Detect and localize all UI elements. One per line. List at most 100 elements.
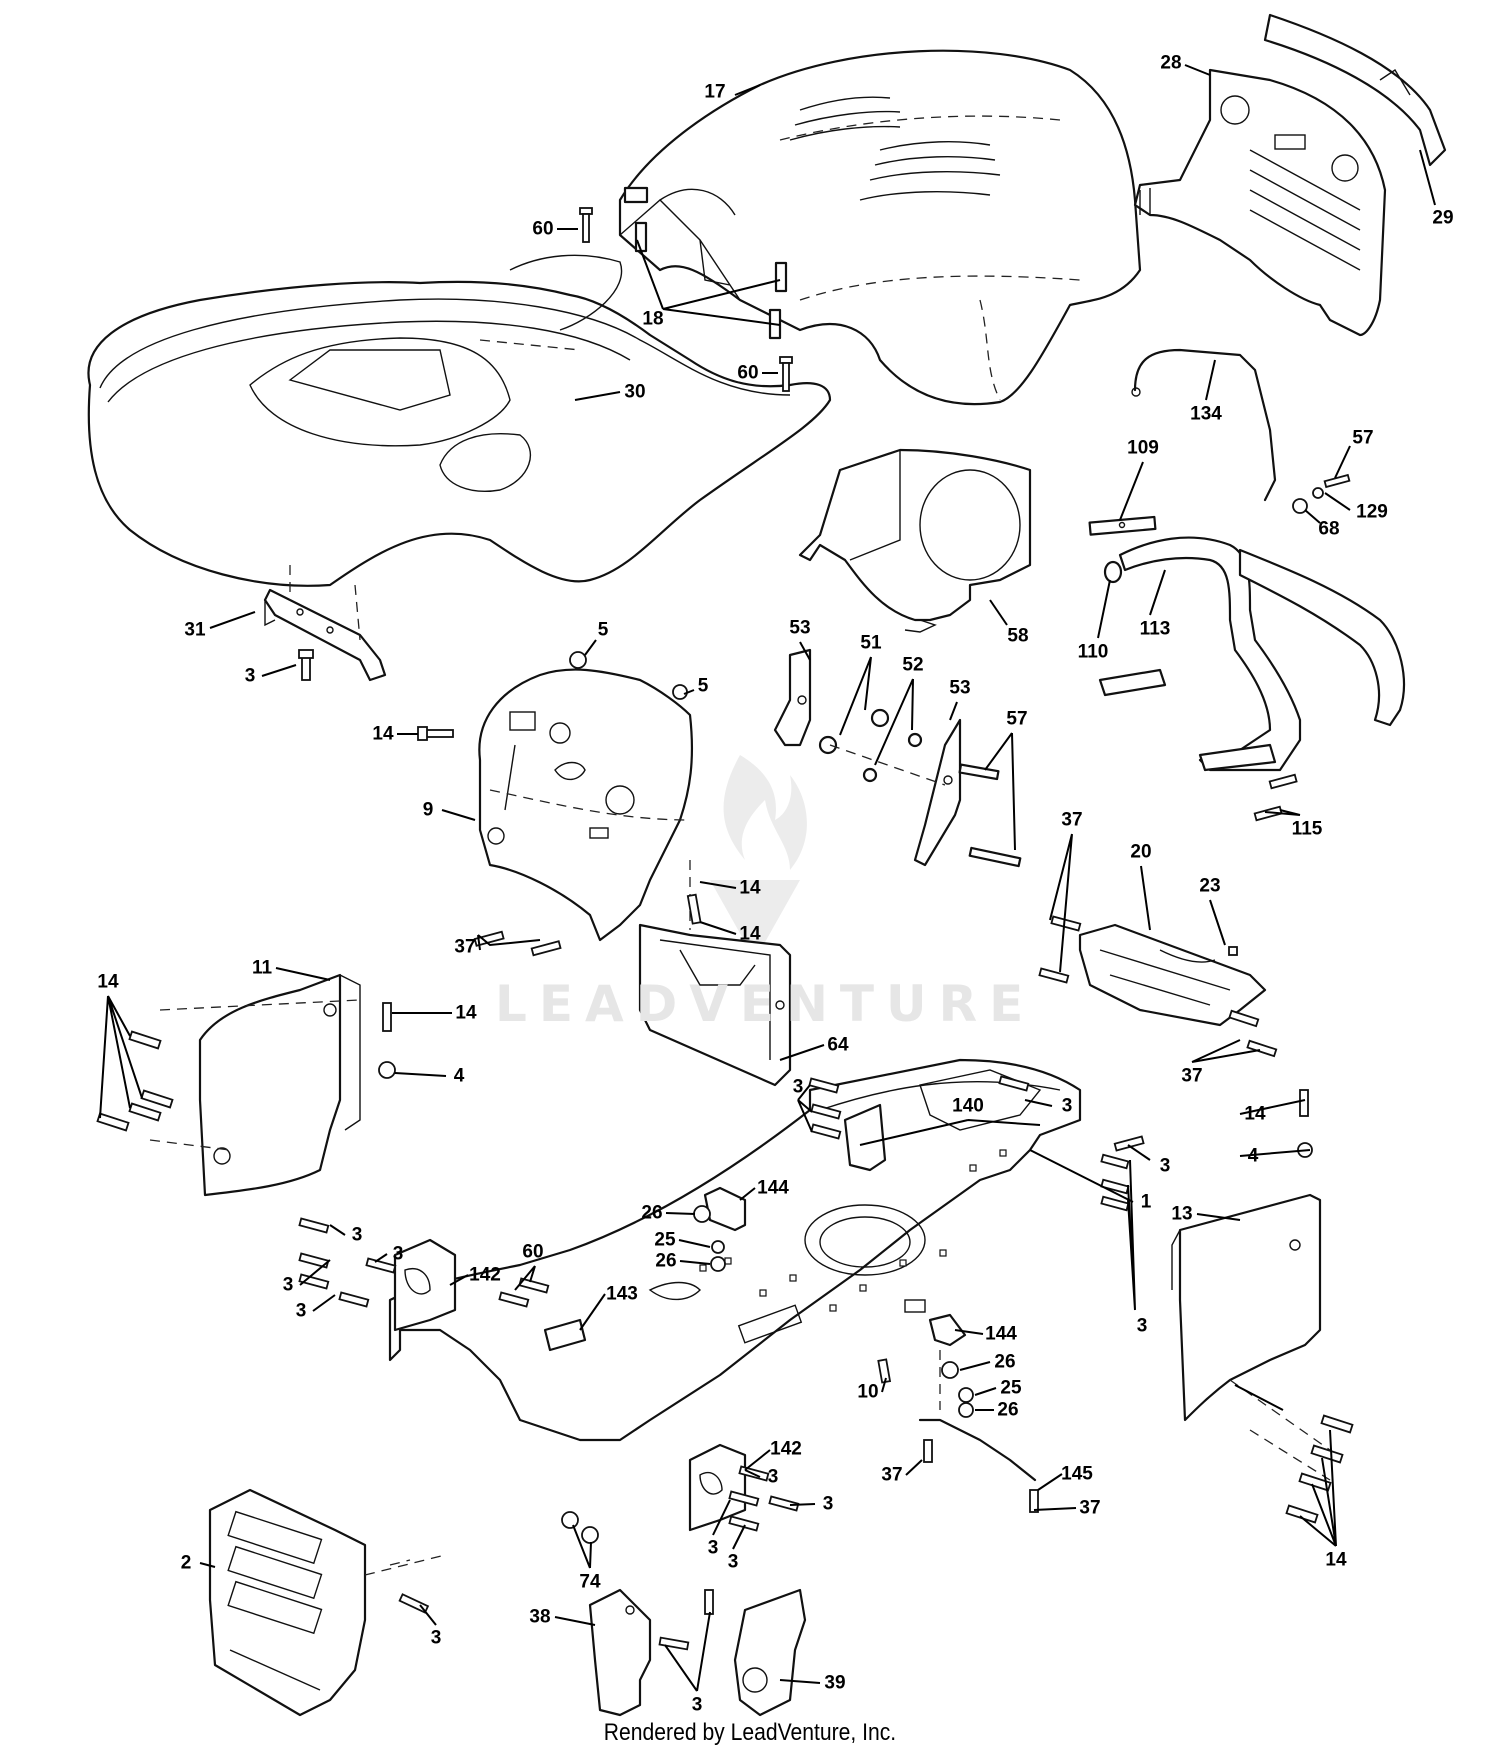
part-51-52-hardware [818, 708, 1022, 868]
callout-label-2: 2 [180, 1552, 192, 1574]
part-144-bracket-lower [928, 1313, 967, 1347]
callout-label-37: 37 [454, 936, 476, 958]
callout-label-39: 39 [824, 1672, 846, 1694]
part-109-bar [1088, 515, 1157, 536]
callout-label-3: 3 [767, 1466, 779, 1488]
callout-label-52: 52 [902, 654, 924, 676]
callout-label-10: 10 [857, 1381, 879, 1403]
callout-label-60: 60 [522, 1241, 544, 1263]
callout-label-11: 11 [251, 957, 273, 979]
callout-label-60: 60 [532, 218, 554, 240]
callout-label-64: 64 [827, 1034, 849, 1056]
part-58-shield [798, 448, 1032, 633]
part-20-mount-plate [1078, 923, 1267, 1027]
callout-label-53: 53 [789, 617, 811, 639]
callout-label-143: 143 [606, 1283, 638, 1305]
part-113-handle [1098, 536, 1406, 772]
callout-label-1: 1 [1140, 1191, 1152, 1213]
callout-label-110: 110 [1077, 641, 1109, 663]
callout-label-140: 140 [952, 1095, 984, 1117]
part-110-plug [1103, 560, 1123, 584]
part-39-bracket [733, 1588, 807, 1717]
callout-label-18: 18 [642, 308, 664, 330]
part-64-support [638, 860, 792, 1087]
callout-label-13: 13 [1171, 1203, 1193, 1225]
part-31-bracket [263, 565, 387, 682]
callout-label-29: 29 [1432, 207, 1454, 229]
part-143-bracket [543, 1318, 587, 1352]
callout-label-142: 142 [469, 1264, 501, 1286]
callout-label-51: 51 [860, 632, 882, 654]
callout-label-14: 14 [455, 1002, 477, 1024]
part-29-grille-trim [1263, 13, 1447, 167]
part-30-fender [87, 254, 832, 587]
callout-label-129: 129 [1356, 501, 1388, 523]
callout-label-38: 38 [529, 1606, 551, 1628]
callout-label-5: 5 [597, 619, 609, 641]
part-17-hood [618, 49, 1142, 406]
callout-label-3: 3 [1136, 1315, 1148, 1337]
callout-label-4: 4 [453, 1065, 465, 1087]
callout-label-37: 37 [881, 1464, 903, 1486]
callout-label-17: 17 [704, 81, 726, 103]
part-53-bracket-right [913, 718, 962, 867]
callout-label-25: 25 [654, 1229, 676, 1251]
callout-label-142: 142 [770, 1438, 802, 1460]
callout-label-37: 37 [1181, 1065, 1203, 1087]
callout-label-109: 109 [1127, 437, 1159, 459]
callout-label-23: 23 [1199, 875, 1221, 897]
callout-label-68: 68 [1318, 518, 1340, 540]
callout-label-3: 3 [1061, 1095, 1073, 1117]
part-38-bracket [588, 1588, 652, 1717]
callout-label-14: 14 [97, 971, 119, 993]
callout-label-14: 14 [1244, 1103, 1266, 1125]
callout-label-53: 53 [949, 677, 971, 699]
part-145-rod [918, 1350, 1037, 1482]
callout-label-60: 60 [737, 362, 759, 384]
callout-label-3: 3 [430, 1627, 442, 1649]
callout-label-115: 115 [1291, 818, 1323, 840]
callout-label-3: 3 [351, 1224, 363, 1246]
callout-label-14: 14 [1325, 1549, 1347, 1571]
callout-label-26: 26 [994, 1351, 1016, 1373]
callout-label-144: 144 [757, 1177, 789, 1199]
callout-label-5: 5 [697, 675, 709, 697]
callout-label-30: 30 [624, 381, 646, 403]
callout-label-9: 9 [422, 799, 434, 821]
part-11-side-panel [149, 973, 361, 1197]
part-142-bracket-lower [688, 1443, 747, 1532]
callout-label-3: 3 [707, 1537, 719, 1559]
callout-label-26: 26 [641, 1202, 663, 1224]
callout-label-3: 3 [792, 1076, 804, 1098]
callout-label-144: 144 [985, 1323, 1017, 1345]
part-13-side-panel [1171, 1193, 1331, 1481]
callout-label-134: 134 [1190, 403, 1222, 425]
callout-label-58: 58 [1007, 625, 1029, 647]
callout-label-31: 31 [184, 619, 206, 641]
callout-label-3: 3 [822, 1493, 834, 1515]
callout-label-4: 4 [1247, 1145, 1259, 1167]
part-28-grille [1133, 68, 1387, 337]
part-2-front-plate [208, 1488, 446, 1717]
callout-label-3: 3 [1159, 1155, 1171, 1177]
callout-label-3: 3 [392, 1243, 404, 1265]
part-1-main-frame [388, 1058, 1082, 1442]
callout-label-3: 3 [691, 1694, 703, 1716]
callout-label-3: 3 [727, 1551, 739, 1573]
callout-label-14: 14 [372, 723, 394, 745]
part-144-bracket-upper [703, 1186, 747, 1232]
part-9-dash-panel [478, 668, 694, 942]
callout-label-3: 3 [244, 665, 256, 687]
callout-label-3: 3 [295, 1300, 307, 1322]
callout-label-26: 26 [997, 1399, 1019, 1421]
callout-label-37: 37 [1061, 809, 1083, 831]
callout-label-113: 113 [1139, 618, 1171, 640]
part-140-bracket [843, 1103, 887, 1172]
part-142-bracket-upper [393, 1238, 457, 1332]
callout-label-28: 28 [1160, 52, 1182, 74]
render-credit: Rendered by LeadVenture, Inc. [603, 1719, 897, 1746]
callout-label-25: 25 [1000, 1377, 1022, 1399]
callout-label-14: 14 [739, 877, 761, 899]
part-53-bracket-left [773, 648, 812, 747]
